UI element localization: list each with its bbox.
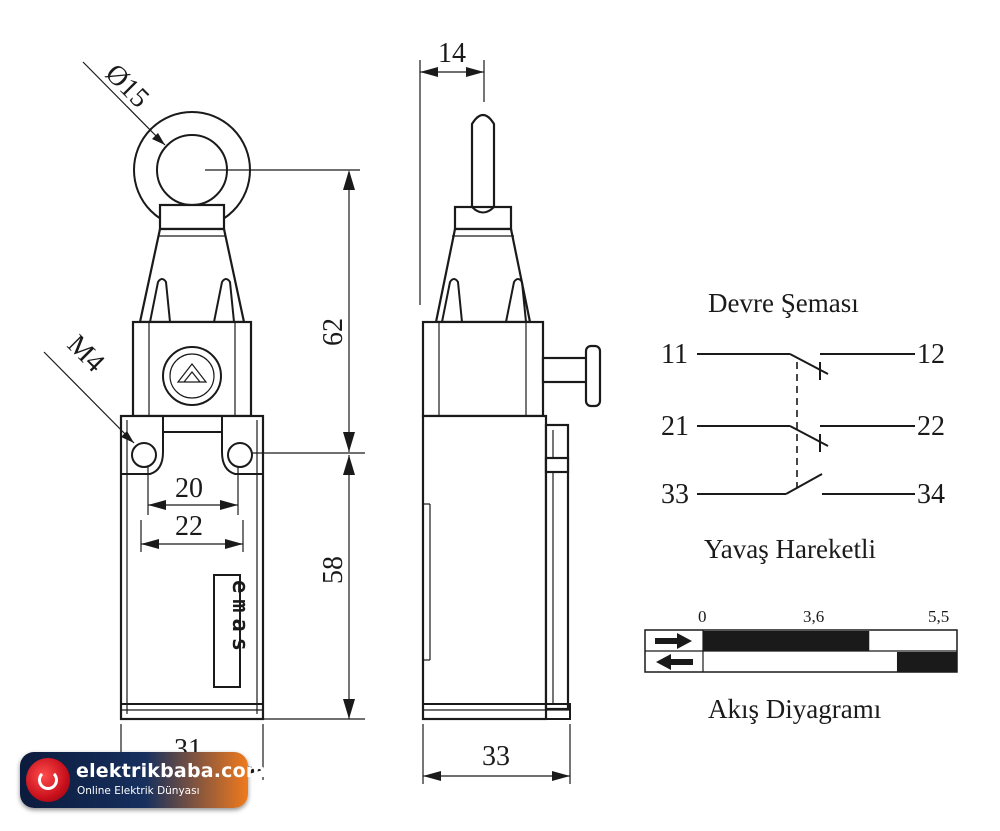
contact-1-right: 12 bbox=[917, 339, 945, 370]
forward-arrow-icon bbox=[655, 633, 692, 649]
mount-hole-left bbox=[131, 442, 157, 468]
mount-hole-right bbox=[227, 442, 253, 468]
flow-label-5-5: 5,5 bbox=[928, 607, 949, 626]
dim-body-height: 58 bbox=[318, 556, 349, 584]
watermark-tagline: Online Elektrik Dünyası bbox=[77, 785, 200, 797]
side-knob bbox=[584, 344, 602, 408]
contact-2-left: 21 bbox=[661, 411, 689, 442]
contact-3-left: 33 bbox=[661, 479, 689, 510]
flow-label-0: 0 bbox=[698, 607, 707, 626]
flow-bar-forward bbox=[703, 631, 870, 651]
head-block bbox=[131, 320, 253, 418]
contact-3-right: 34 bbox=[917, 479, 945, 510]
head-screw bbox=[162, 346, 222, 406]
dim-lever-height: 62 bbox=[318, 318, 349, 346]
flow-bar-return bbox=[896, 652, 957, 672]
return-arrow-icon bbox=[656, 654, 693, 670]
side-dimensions: 14 33 bbox=[419, 38, 571, 784]
side-body bbox=[421, 414, 548, 721]
dim-thread: M4 bbox=[61, 329, 110, 378]
dim-hole-spacing-inner: 20 bbox=[175, 473, 203, 504]
contact-1-left: 11 bbox=[661, 339, 688, 370]
flow-label-3-6: 3,6 bbox=[803, 607, 824, 626]
side-head bbox=[421, 320, 545, 418]
dim-roller-diameter: Ø15 bbox=[99, 58, 155, 114]
watermark-logo: elektrikbaba.com Online Elektrik Dünyası bbox=[20, 752, 266, 808]
side-view bbox=[421, 113, 602, 721]
brand-plate bbox=[213, 574, 241, 688]
dim-roller-width: 14 bbox=[438, 38, 466, 69]
switch-body bbox=[119, 414, 265, 721]
circuit-title: Devre Şeması bbox=[708, 288, 859, 318]
plunger-cap bbox=[158, 203, 226, 231]
dim-hole-spacing-outer: 22 bbox=[175, 511, 203, 542]
power-icon bbox=[26, 758, 70, 802]
circuit-diagram: Devre Şeması 11 12 21 22 33 34 Yavaş Har… bbox=[661, 288, 945, 564]
brand-mark: emas bbox=[227, 580, 252, 657]
dim-side-width: 33 bbox=[482, 741, 510, 772]
front-view: emas bbox=[119, 111, 360, 721]
circuit-action: Yavaş Hareketli bbox=[704, 534, 876, 564]
lever-rod bbox=[470, 113, 496, 214]
watermark-name: elektrikbaba.com bbox=[76, 760, 266, 782]
contact-2-right: 22 bbox=[917, 411, 945, 442]
flow-title: Akış Diyagramı bbox=[708, 694, 881, 724]
plunger-cone bbox=[138, 227, 246, 324]
flow-diagram: 0 3,6 5,5 Akış Diyagramı bbox=[644, 607, 958, 724]
